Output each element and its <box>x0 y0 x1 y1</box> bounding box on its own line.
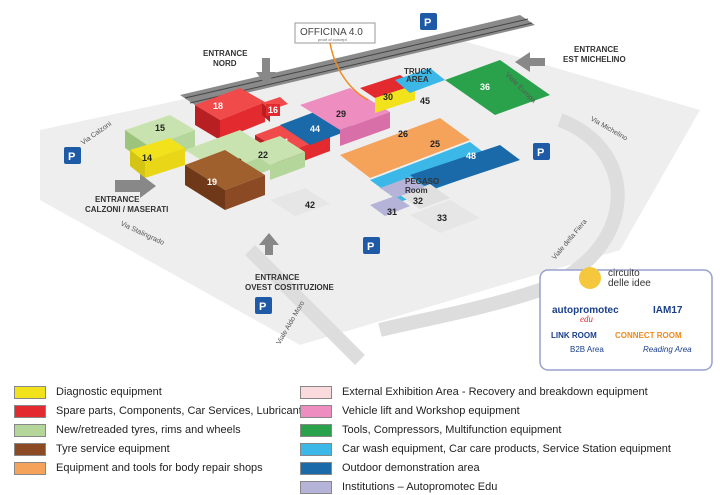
svg-text:PEGASO: PEGASO <box>405 177 439 186</box>
legend-swatch <box>300 461 332 475</box>
legend-item: Equipment and tools for body repair shop… <box>14 460 263 476</box>
svg-text:LINK ROOM: LINK ROOM <box>551 331 597 340</box>
entrance-nord[interactable]: ENTRANCE NORD <box>203 49 276 85</box>
legend-item: Tools, Compressors, Multifunction equipm… <box>300 422 561 438</box>
svg-text:CONNECT ROOM: CONNECT ROOM <box>615 331 682 340</box>
hall-42[interactable]: 42 <box>270 188 330 216</box>
svg-text:OVEST COSTITUZIONE: OVEST COSTITUZIONE <box>245 283 335 292</box>
svg-text:proof of concept: proof of concept <box>318 37 348 42</box>
svg-text:26: 26 <box>398 129 408 139</box>
svg-text:OFFICINA 4.0: OFFICINA 4.0 <box>300 27 363 38</box>
svg-text:44: 44 <box>310 124 320 134</box>
svg-text:NORD: NORD <box>213 59 237 68</box>
legend-swatch <box>14 461 46 475</box>
legend-item: External Exhibition Area - Recovery and … <box>300 384 648 400</box>
legend-swatch <box>14 385 46 399</box>
entrance-calzoni[interactable]: ENTRANCE CALZONI / MASERATI <box>85 174 168 214</box>
fair-map: 15 14 18 16 21 20 22 19 <box>40 13 713 371</box>
svg-text:delle idee: delle idee <box>608 278 651 289</box>
svg-text:32: 32 <box>413 196 423 206</box>
svg-text:ENTRANCE: ENTRANCE <box>203 49 248 58</box>
hall-16[interactable]: 16 <box>262 97 288 122</box>
svg-text:36: 36 <box>480 82 490 92</box>
svg-text:ENTRANCE: ENTRANCE <box>574 45 619 54</box>
svg-text:edu: edu <box>580 314 593 324</box>
hall-29[interactable]: 29 <box>300 88 390 146</box>
legend-item: Vehicle lift and Workshop equipment <box>300 403 520 419</box>
legend-item: Outdoor demonstration area <box>300 460 480 476</box>
svg-text:25: 25 <box>430 139 440 149</box>
svg-text:circuito: circuito <box>608 268 640 279</box>
svg-text:22: 22 <box>258 150 268 160</box>
hall-31[interactable]: 31 <box>370 196 410 217</box>
legend-item: Diagnostic equipment <box>14 384 162 400</box>
hall-22[interactable]: 22 <box>245 136 305 180</box>
legend: Diagnostic equipment Spare parts, Compon… <box>0 380 720 495</box>
svg-text:CALZONI / MASERATI: CALZONI / MASERATI <box>85 205 168 214</box>
svg-text:29: 29 <box>336 109 346 119</box>
svg-text:Room: Room <box>405 186 428 195</box>
railway <box>180 15 535 105</box>
legend-swatch <box>300 480 332 494</box>
legend-item: Institutions – Autopromotec Edu <box>300 479 497 495</box>
entrance-est[interactable]: ENTRANCE EST MICHELINO <box>515 45 626 72</box>
legend-item: Spare parts, Components, Car Services, L… <box>14 403 307 419</box>
hall-18[interactable]: 18 <box>195 88 265 140</box>
legend-swatch <box>14 404 46 418</box>
svg-text:ENTRANCE: ENTRANCE <box>255 273 300 282</box>
parking-icon-5[interactable]: P <box>255 297 272 314</box>
svg-text:14: 14 <box>142 153 152 163</box>
legend-swatch <box>300 385 332 399</box>
svg-text:B2B Area: B2B Area <box>570 345 604 354</box>
svg-text:IAM17: IAM17 <box>653 305 683 316</box>
hall-48[interactable]: 48 <box>410 145 520 190</box>
hall-19[interactable]: 19 <box>185 150 265 210</box>
svg-text:19: 19 <box>207 177 217 187</box>
svg-text:P: P <box>537 147 544 159</box>
svg-text:42: 42 <box>305 200 315 210</box>
pegaso-room[interactable]: PEGASO Room <box>380 177 439 198</box>
svg-text:Reading Area: Reading Area <box>643 345 692 354</box>
parking-icon-4[interactable]: P <box>363 237 380 254</box>
svg-text:P: P <box>259 301 266 313</box>
circuito-panel: circuito delle idee autopromotec edu IAM… <box>539 267 713 371</box>
legend-swatch <box>300 404 332 418</box>
svg-text:AREA: AREA <box>406 75 429 84</box>
circuito-logo-icon <box>579 267 601 289</box>
legend-swatch <box>14 423 46 437</box>
parking-icon-2[interactable]: P <box>64 147 81 164</box>
svg-text:15: 15 <box>155 123 165 133</box>
legend-item: Tyre service equipment <box>14 441 170 457</box>
svg-text:P: P <box>68 151 75 163</box>
svg-text:autopromotec: autopromotec <box>552 305 619 316</box>
legend-swatch <box>300 423 332 437</box>
svg-text:30: 30 <box>383 92 393 102</box>
legend-item: New/retreaded tyres, rims and wheels <box>14 422 241 438</box>
hall-14[interactable]: 14 <box>130 138 185 178</box>
hall-26[interactable]: 26 <box>340 118 470 178</box>
svg-text:P: P <box>367 241 374 253</box>
hall-32[interactable]: 32 <box>400 184 450 209</box>
svg-text:33: 33 <box>437 213 447 223</box>
legend-swatch <box>300 442 332 456</box>
entrance-ovest[interactable]: ENTRANCE OVEST COSTITUZIONE <box>245 233 335 292</box>
svg-text:45: 45 <box>420 96 430 106</box>
parking-icon-1[interactable]: P <box>420 13 437 30</box>
svg-text:31: 31 <box>387 207 397 217</box>
svg-text:P: P <box>424 17 431 29</box>
legend-item: Car wash equipment, Car care products, S… <box>300 441 671 457</box>
hall-45[interactable]: 45 <box>395 68 445 106</box>
legend-swatch <box>14 442 46 456</box>
svg-text:48: 48 <box>466 151 476 161</box>
svg-text:18: 18 <box>213 101 223 111</box>
officina-sign: OFFICINA 4.0 proof of concept <box>294 22 376 101</box>
truck-area-label: TRUCK <box>404 67 432 76</box>
svg-text:EST MICHELINO: EST MICHELINO <box>563 55 626 64</box>
hall-36[interactable]: 36 <box>445 60 550 115</box>
hall-33[interactable]: 33 <box>410 200 480 233</box>
parking-icon-3[interactable]: P <box>533 143 550 160</box>
svg-text:16: 16 <box>268 105 278 115</box>
svg-text:ENTRANCE: ENTRANCE <box>95 195 140 204</box>
